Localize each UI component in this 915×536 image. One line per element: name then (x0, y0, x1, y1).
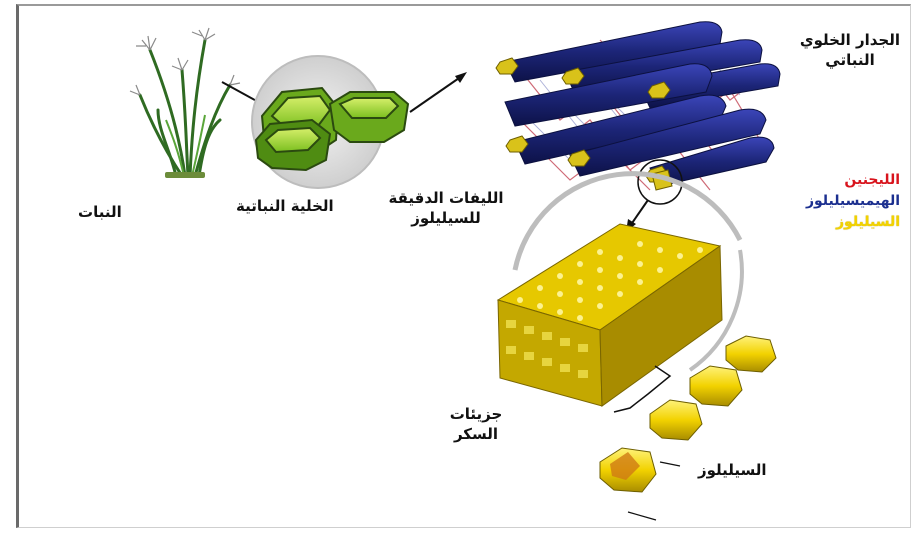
legend-cellulose: السيليلوز (780, 212, 900, 233)
label-microfibrils-line2: للسيليلوز (376, 208, 516, 228)
plant-illustration (130, 28, 240, 178)
cell-wall-fibers-illustration (496, 22, 780, 190)
label-microfibrils-line1: الليفات الدقيقة (376, 188, 516, 208)
label-plant: النبات (78, 202, 122, 222)
label-sugar-molecules: جزيئات السكر (446, 404, 506, 445)
label-cell-wall-line2: النباتي (800, 50, 900, 70)
legend-hemicellulose: الهيميسيليلوز (780, 191, 900, 212)
label-sugar-line1: جزيئات (446, 404, 506, 424)
label-plant-cell-wall: الجدار الخلوي النباتي (800, 30, 900, 71)
plant-cell-illustration (252, 56, 408, 188)
label-sugar-line2: السكر (446, 424, 506, 444)
label-plant-cell: الخلية النباتية (236, 196, 334, 216)
arrow-cell-to-fibers (410, 72, 467, 112)
legend: الليجنين الهيميسيليلوز السيليلوز (780, 170, 900, 233)
label-cellulose-microfibrils: الليفات الدقيقة للسيليلوز (376, 188, 516, 229)
label-cell-wall-line1: الجدار الخلوي (800, 30, 900, 50)
legend-lignin: الليجنين (780, 170, 900, 191)
label-cellulose: السيليلوز (698, 460, 767, 480)
